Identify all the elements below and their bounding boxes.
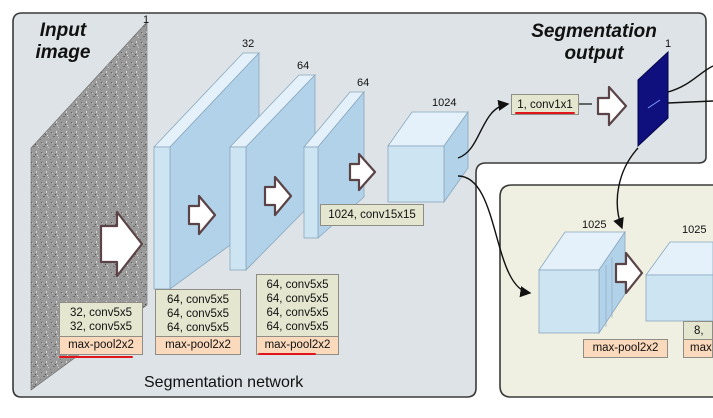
connector-to-decision <box>457 175 532 298</box>
segmentation-output-title: Segmentation output <box>524 21 664 65</box>
dim-input: 1 <box>143 14 150 26</box>
connector-output-right-2 <box>667 100 713 104</box>
connector-to-conv1x1 <box>457 99 510 159</box>
network-title: Segmentation network <box>144 374 304 391</box>
feature-block-64-b <box>303 90 365 239</box>
block1-conv-box: 32, conv5x5 32, conv5x5 <box>59 302 143 337</box>
output-title-line2: output <box>564 43 624 64</box>
decision-cube-1025-a <box>538 230 626 335</box>
block2-conv-2: 64, conv5x5 <box>166 308 229 320</box>
block1-pool-box: max-pool2x2 <box>59 336 143 355</box>
block1-conv-2: 32, conv5x5 <box>69 321 132 333</box>
dim-block4: 1024 <box>432 97 457 109</box>
block3-conv-3: 64, conv5x5 <box>266 307 329 319</box>
block1-underline <box>59 356 133 358</box>
dim-dec2: 1025 <box>682 224 707 236</box>
dim-block3: 64 <box>357 77 370 89</box>
block3-conv-2: 64, conv5x5 <box>266 293 329 305</box>
block2-conv-3: 64, conv5x5 <box>166 322 229 334</box>
output-title-line1: Segmentation <box>531 21 657 42</box>
decision-pool-box-partial: max <box>683 339 713 358</box>
block2-conv-1: 64, conv5x5 <box>166 294 229 306</box>
block3-pool-box: max-pool2x2 <box>256 336 339 355</box>
block3-underline <box>258 353 316 355</box>
block-arrow-2 <box>263 175 293 217</box>
block3-conv-1: 64, conv5x5 <box>266 279 329 291</box>
block-arrow-decision <box>614 251 644 295</box>
block3-conv-4: 64, conv5x5 <box>266 321 329 333</box>
block2-pool-box: max-pool2x2 <box>155 336 241 355</box>
decision-conv-box-partial: 8, c <box>683 321 713 341</box>
input-image-title: Input image <box>26 20 100 64</box>
output-conv-underline <box>515 112 575 114</box>
connector-output-to-decision <box>613 147 639 230</box>
decision-pool-box: max-pool2x2 <box>583 339 668 358</box>
input-title-line1: Input <box>39 20 87 41</box>
input-title-line2: image <box>35 42 91 63</box>
input-image <box>30 21 148 391</box>
feature-block-1024 <box>387 110 469 204</box>
block4-conv-box: 1024, conv15x15 <box>320 204 424 226</box>
block3-conv-box: 64, conv5x5 64, conv5x5 64, conv5x5 64, … <box>256 274 339 337</box>
block-arrow-input <box>99 210 144 278</box>
decision-cube-1025-b <box>645 241 713 322</box>
dim-output: 1 <box>665 38 672 50</box>
segmentation-output-map <box>637 50 669 148</box>
block1-conv-1: 32, conv5x5 <box>69 307 132 319</box>
block-arrow-1 <box>187 194 217 236</box>
block2-conv-box: 64, conv5x5 64, conv5x5 64, conv5x5 <box>155 289 241 337</box>
block-arrow-output <box>596 85 628 127</box>
dim-block2: 64 <box>297 60 310 72</box>
output-conv-box: 1, conv1x1 <box>511 94 579 115</box>
dim-block1: 32 <box>242 38 255 50</box>
connector-output-right-1 <box>667 65 713 93</box>
block-arrow-3 <box>348 152 377 192</box>
dim-dec1: 1025 <box>582 219 607 231</box>
